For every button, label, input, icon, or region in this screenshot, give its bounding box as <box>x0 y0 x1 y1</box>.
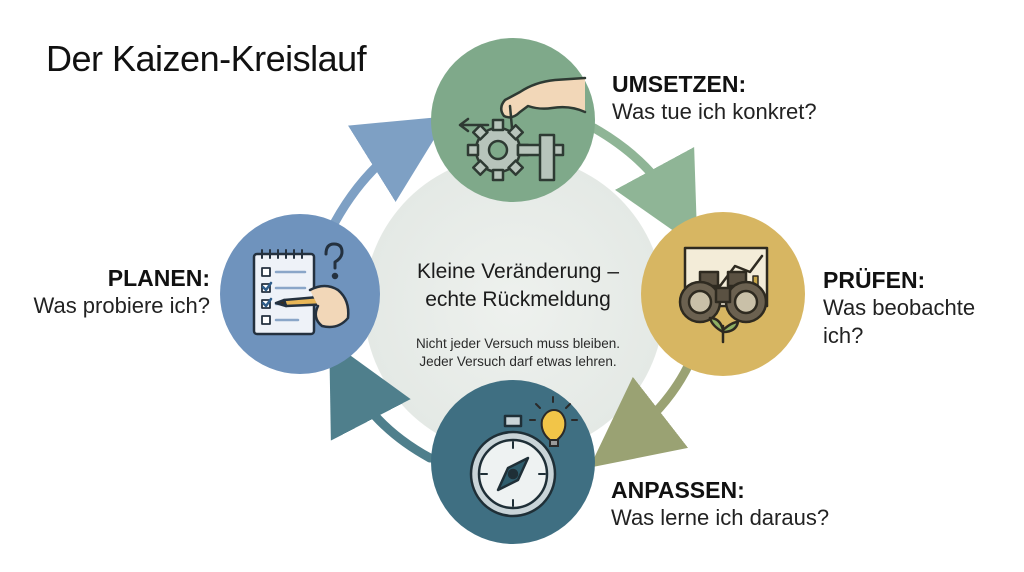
hand-gear-icon <box>458 76 587 182</box>
arrow-planen-to-umsetzen <box>330 116 449 227</box>
step-planen-heading: PLANEN: <box>107 265 210 291</box>
center-sub-line2: Jeder Versuch darf etwas lehren. <box>419 354 617 369</box>
center-sub-line1: Nicht jeder Versuch muss bleiben. <box>415 336 621 351</box>
step-planen-label: PLANEN: Was probiere ich? <box>30 264 210 320</box>
arrow-anpassen-to-planen <box>329 340 435 463</box>
step-planen-question: Was probiere ich? <box>33 293 210 318</box>
step-anpassen-label: ANPASSEN: Was lerne ich daraus? <box>611 476 829 532</box>
step-pruefen-question-line1: Was beobachte <box>823 295 976 320</box>
step-anpassen-heading: ANPASSEN: <box>611 477 745 503</box>
lightbulb-icon <box>529 396 578 447</box>
center-main-line1: Kleine Veränderung – <box>417 260 619 283</box>
center-circle <box>364 155 664 455</box>
step-planen-circle <box>220 214 380 374</box>
page-title: Der Kaizen-Kreislauf <box>46 38 367 79</box>
binoculars-icon <box>678 246 769 344</box>
step-umsetzen-question: Was tue ich konkret? <box>612 99 817 124</box>
step-anpassen-question: Was lerne ich daraus? <box>611 505 830 530</box>
compass-icon <box>469 414 557 518</box>
step-pruefen-circle <box>641 212 805 376</box>
center-sub-text: Nicht jeder Versuch muss bleiben. Jeder … <box>376 335 660 371</box>
step-anpassen-circle <box>431 380 595 544</box>
step-umsetzen-circle <box>431 38 595 202</box>
arrow-umsetzen-to-pruefen <box>589 123 698 248</box>
step-pruefen-question-line2: ich? <box>823 323 864 348</box>
step-pruefen-heading: PRÜFEN: <box>823 267 926 293</box>
checklist-icon <box>252 242 350 336</box>
center-main-line2: echte Rückmeldung <box>425 288 611 311</box>
step-umsetzen-label: UMSETZEN: Was tue ich konkret? <box>612 70 817 126</box>
center-main-text: Kleine Veränderung – echte Rückmeldung <box>376 258 660 314</box>
step-pruefen-label: PRÜFEN: Was beobachte ich? <box>823 266 975 350</box>
step-umsetzen-heading: UMSETZEN: <box>612 71 747 97</box>
arrow-pruefen-to-anpassen <box>589 357 695 468</box>
